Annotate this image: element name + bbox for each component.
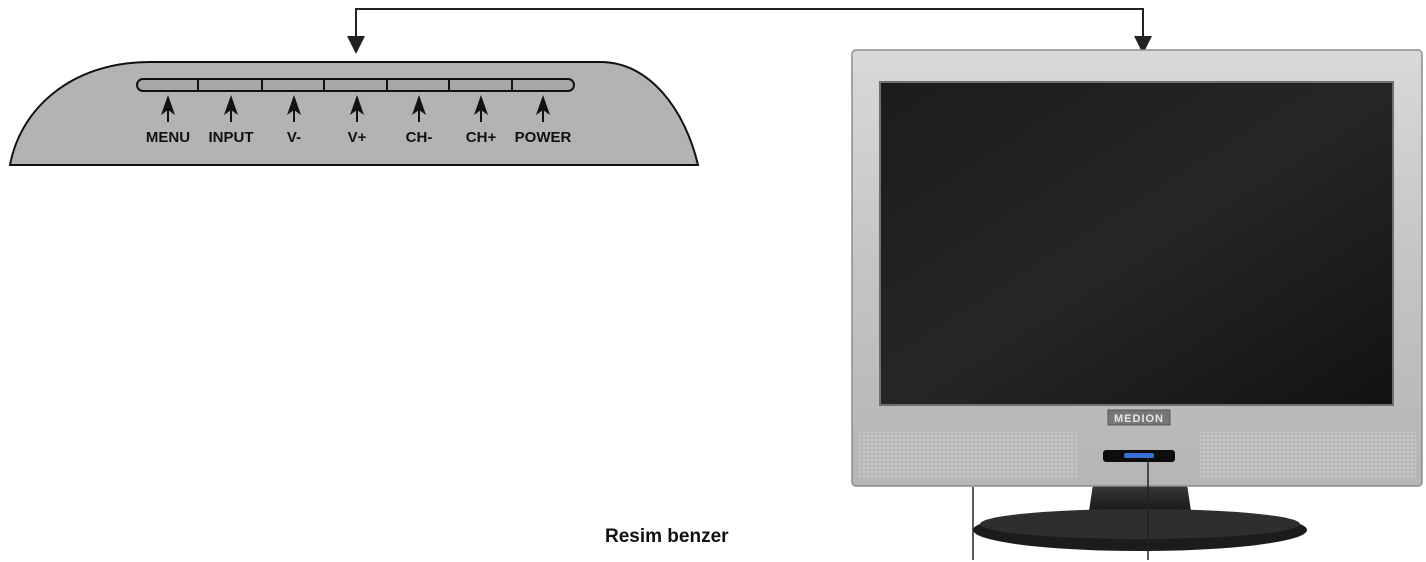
connector-line	[355, 8, 1152, 54]
pointer-arrow-icon	[287, 95, 301, 115]
button-label-power: POWER	[515, 129, 572, 146]
button-label-menu: MENU	[146, 129, 190, 146]
pointer-arrow-icon	[474, 95, 488, 115]
button-label-ch-plus: CH+	[466, 129, 497, 146]
television: MEDION	[851, 49, 1423, 560]
pointer-arrow-icon	[224, 95, 238, 115]
pointer-arrow-icon	[161, 95, 175, 115]
caption: Resim benzer	[605, 526, 729, 547]
control-panel: MENU INPUT V- V+ CH- CH+ POWER	[8, 61, 700, 166]
button-label-v-plus: V+	[348, 129, 367, 146]
brand-logo: MEDION	[1114, 413, 1164, 425]
control-panel-body	[8, 61, 700, 166]
pointer-arrow-icon	[536, 95, 550, 115]
button-label-input: INPUT	[209, 129, 254, 146]
button-strip	[136, 78, 575, 92]
speaker-grille-left	[858, 432, 1078, 478]
button-label-ch-minus: CH-	[406, 129, 433, 146]
tv-stand-base-top	[980, 509, 1300, 539]
brand-logo-plate	[1107, 409, 1171, 426]
button-label-v-minus: V-	[287, 129, 301, 146]
speaker-grille-right	[1200, 432, 1416, 478]
pointer-arrow-icon	[350, 95, 364, 115]
tv-screen	[879, 81, 1394, 406]
pointer-arrow-icon	[412, 95, 426, 115]
power-indicator	[1124, 453, 1154, 458]
